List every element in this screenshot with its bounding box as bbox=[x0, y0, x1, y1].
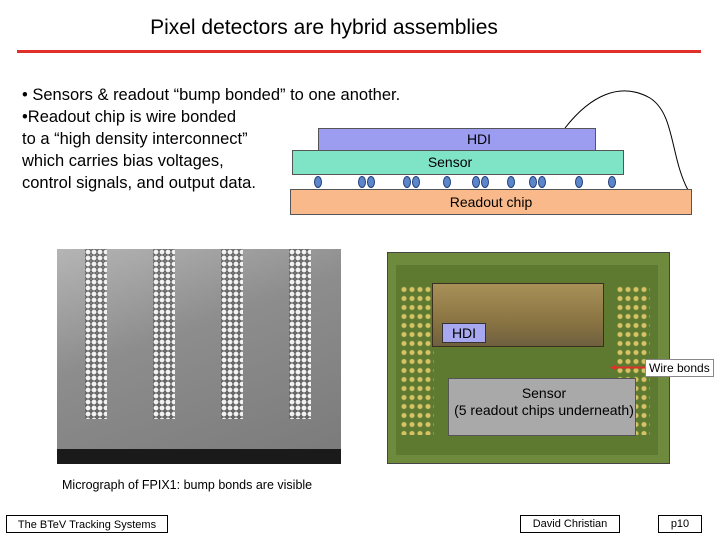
bump-bond bbox=[367, 176, 375, 188]
photo-hdi-label: HDI bbox=[442, 323, 486, 343]
slide-title: Pixel detectors are hybrid assemblies bbox=[150, 16, 498, 39]
photo-sensor-line-1: Sensor bbox=[521, 385, 567, 401]
bump-bond bbox=[443, 176, 451, 188]
bump-bond bbox=[507, 176, 515, 188]
bullet-line-2: •Readout chip is wire bonded bbox=[22, 108, 236, 126]
bump-bond bbox=[481, 176, 489, 188]
readout-chip-label: Readout chip bbox=[449, 194, 533, 210]
bump-column bbox=[221, 249, 243, 464]
hdi-label: HDI bbox=[466, 131, 492, 147]
bump-bond bbox=[608, 176, 616, 188]
footer-author: David Christian bbox=[520, 515, 620, 533]
micrograph-image bbox=[57, 249, 341, 464]
sensor-label: Sensor bbox=[427, 154, 473, 170]
bullet-line-3: to a “high density interconnect” bbox=[22, 130, 248, 148]
sensor-photo-region bbox=[448, 378, 636, 436]
title-divider bbox=[17, 50, 701, 53]
readout-chip-layer: Readout chip bbox=[290, 189, 692, 215]
module-photo: HDI Sensor (5 readout chips underneath) bbox=[387, 252, 670, 464]
bullet-line-5: control signals, and output data. bbox=[22, 174, 256, 192]
footer-presentation-title: The BTeV Tracking Systems bbox=[6, 515, 168, 533]
wire-bonds-arrow bbox=[610, 365, 648, 370]
sem-info-bar bbox=[57, 449, 341, 464]
bump-bond bbox=[358, 176, 366, 188]
wire-bond-curve bbox=[564, 90, 689, 191]
photo-sensor-line-2: (5 readout chips underneath) bbox=[454, 402, 634, 418]
bump-column bbox=[85, 249, 107, 464]
bullet-line-1: • Sensors & readout “bump bonded” to one… bbox=[22, 86, 401, 104]
micrograph-caption: Micrograph of FPIX1: bump bonds are visi… bbox=[62, 478, 313, 492]
bump-bond bbox=[538, 176, 546, 188]
bullet-line-4: which carries bias voltages, bbox=[22, 152, 224, 170]
sensor-layer: Sensor bbox=[292, 150, 624, 175]
photo-sensor-label: Sensor (5 readout chips underneath) bbox=[451, 385, 637, 419]
bump-bond bbox=[403, 176, 411, 188]
bump-column bbox=[153, 249, 175, 464]
hdi-layer: HDI bbox=[318, 128, 596, 151]
bump-column bbox=[289, 249, 311, 464]
bump-bond bbox=[412, 176, 420, 188]
wire-bonds-label: Wire bonds bbox=[645, 359, 714, 377]
bump-bond bbox=[575, 176, 583, 188]
bump-bond bbox=[472, 176, 480, 188]
footer-page-number: p10 bbox=[658, 515, 702, 533]
pad-array bbox=[400, 285, 434, 435]
bump-bond bbox=[314, 176, 322, 188]
bump-bond bbox=[529, 176, 537, 188]
